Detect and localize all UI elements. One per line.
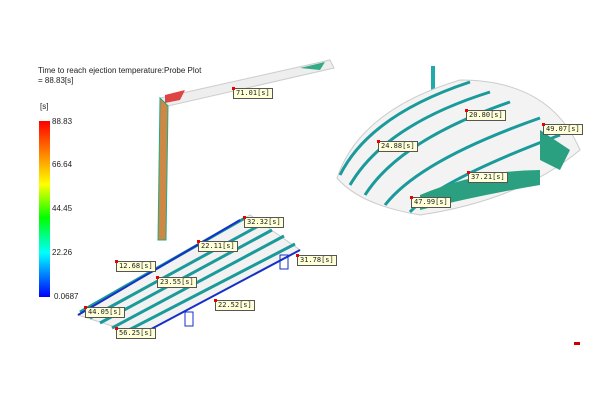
probe-label[interactable]: 31.78[s]: [296, 254, 337, 266]
probe-label[interactable]: 56.25[s]: [115, 327, 156, 339]
probe-label[interactable]: 24.88[s]: [377, 140, 418, 152]
left-part-model: [76, 214, 301, 336]
legend-tick: 22.26: [52, 248, 73, 257]
probe-label[interactable]: 23.55[s]: [156, 276, 197, 288]
color-scale-bar: [39, 121, 50, 297]
legend-max: 88.83: [52, 117, 73, 126]
probe-label[interactable]: 71.01[s]: [232, 87, 273, 99]
legend-unit: [s]: [40, 102, 49, 111]
runner-system: [157, 59, 435, 241]
probe-label[interactable]: 37.21[s]: [467, 171, 508, 183]
probe-label[interactable]: 49.07[s]: [542, 123, 583, 135]
probe-label[interactable]: 22.11[s]: [197, 240, 238, 252]
legend-tick: 66.64: [52, 160, 73, 169]
probe-label[interactable]: 44.05[s]: [84, 306, 125, 318]
plot-title: Time to reach ejection temperature:Probe…: [38, 66, 201, 86]
probe-label[interactable]: 47.99[s]: [410, 196, 451, 208]
result-name: Time to reach ejection temperature:Probe…: [38, 66, 202, 75]
probe-label[interactable]: 32.32[s]: [243, 216, 284, 228]
legend-min: 0.0687: [54, 292, 79, 301]
right-part-model: [336, 79, 581, 216]
probe-label[interactable]: 20.80[s]: [465, 109, 506, 121]
probe-label[interactable]: 22.52[s]: [214, 299, 255, 311]
probe-label[interactable]: 12.68[s]: [115, 260, 156, 272]
axis-triad-marker: [574, 342, 580, 345]
legend-tick: 44.45: [52, 204, 73, 213]
current-value: = 88.83[s]: [38, 76, 74, 85]
